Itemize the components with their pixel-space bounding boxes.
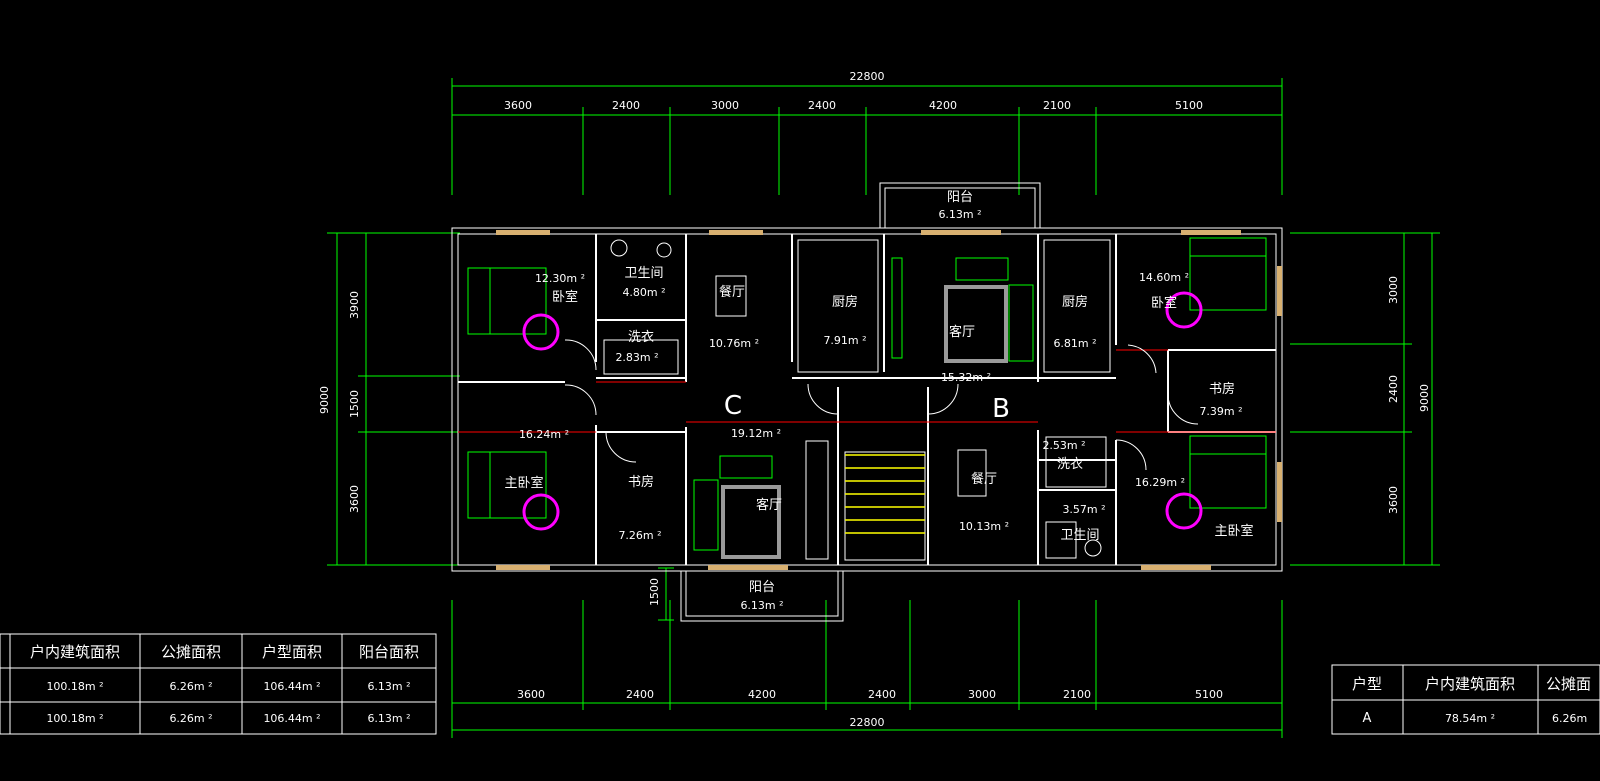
top-dim: 2100 xyxy=(1043,99,1071,112)
room-area: 16.29m ² xyxy=(1135,476,1185,489)
area-table-left: 户内建筑面积 公摊面积 户型面积 阳台面积 100.18m ² 6.26m ² … xyxy=(0,633,437,735)
right-dim: 2400 xyxy=(1387,375,1400,403)
room-area: 14.60m ² xyxy=(1139,271,1189,284)
table-cell: 100.18m ² xyxy=(46,680,103,693)
room-name: 餐厅 xyxy=(971,471,997,487)
room-area: 2.53m ² xyxy=(1042,439,1085,452)
right-dim: 3600 xyxy=(1387,486,1400,514)
room-area: 2.83m ² xyxy=(615,351,658,364)
room-name: 餐厅 xyxy=(719,284,745,300)
table-header: 户内建筑面积 xyxy=(1425,675,1515,693)
bed-furniture xyxy=(467,237,1267,531)
table-header: 阳台面积 xyxy=(359,643,419,661)
building-walls xyxy=(451,182,1283,622)
table-cell: 6.26m ² xyxy=(169,680,212,693)
table-cell: A xyxy=(1363,711,1372,726)
room-name: 卫生间 xyxy=(624,266,663,281)
room-name: 卫生间 xyxy=(1060,528,1099,543)
balcony-dim-line xyxy=(658,567,674,621)
left-dim: 1500 xyxy=(348,390,361,418)
living-furniture xyxy=(693,257,1034,560)
right-dimension-lines xyxy=(1290,232,1440,566)
room-name: 厨房 xyxy=(832,294,858,310)
room-name: 洗衣 xyxy=(628,329,654,345)
room-area: 19.12m ² xyxy=(731,427,781,440)
top-dim: 4200 xyxy=(929,99,957,112)
room-name: 卧室 xyxy=(1151,295,1177,311)
top-dim: 5100 xyxy=(1175,99,1203,112)
bottom-dim: 2400 xyxy=(626,688,654,701)
bottom-dim: 5100 xyxy=(1195,688,1223,701)
balcony-dim: 1500 xyxy=(648,578,661,606)
door-swings xyxy=(564,339,1199,471)
left-dimension-lines xyxy=(327,232,460,566)
room-area: 6.13m ² xyxy=(938,208,981,221)
unit-label-b: B xyxy=(992,394,1010,424)
left-dim: 3600 xyxy=(348,485,361,513)
left-dim: 3900 xyxy=(348,291,361,319)
room-name: 客厅 xyxy=(949,324,975,340)
top-dimension-lines xyxy=(451,78,1283,195)
kitchen-bath-fixtures xyxy=(603,239,1111,559)
windows xyxy=(496,230,1282,570)
room-name: 书房 xyxy=(628,474,654,490)
room-area: 7.26m ² xyxy=(618,529,661,542)
table-cell: 106.44m ² xyxy=(263,712,320,725)
table-header: 户内建筑面积 xyxy=(30,643,120,661)
bottom-dim: 3000 xyxy=(968,688,996,701)
table-cell: 6.13m ² xyxy=(367,712,410,725)
left-total-dim: 9000 xyxy=(318,386,331,414)
top-total-dim: 22800 xyxy=(850,70,885,83)
room-area: 16.24m ² xyxy=(519,428,569,441)
table-cell: 78.54m ² xyxy=(1445,712,1495,725)
table-cell: 6.13m ² xyxy=(367,680,410,693)
room-area: 6.13m ² xyxy=(740,599,783,612)
room-area: 6.81m ² xyxy=(1053,337,1096,350)
bottom-dim: 4200 xyxy=(748,688,776,701)
room-area: 12.30m ² xyxy=(535,272,585,285)
room-name: 主卧室 xyxy=(1214,523,1253,539)
room-area: 10.13m ² xyxy=(959,520,1009,533)
table-cell: 100.18m ² xyxy=(46,712,103,725)
table-cell: 6.26m ² xyxy=(169,712,212,725)
room-area: 7.39m ² xyxy=(1199,405,1242,418)
room-name: 主卧室 xyxy=(504,475,543,491)
table-header: 公摊面积 xyxy=(161,643,221,661)
top-dim: 3600 xyxy=(504,99,532,112)
room-name: 书房 xyxy=(1209,381,1235,397)
area-table-right: 户型 户内建筑面积 公摊面 A 78.54m ² 6.26m xyxy=(1331,664,1600,735)
room-name: 洗衣 xyxy=(1057,456,1083,472)
room-area: 4.80m ² xyxy=(622,286,665,299)
dining-furniture xyxy=(715,275,987,497)
bottom-dimension-lines xyxy=(451,600,1283,738)
room-area: 3.57m ² xyxy=(1062,503,1105,516)
right-total-dim: 9000 xyxy=(1418,384,1431,412)
table-header: 公摊面 xyxy=(1546,675,1591,693)
bottom-dim: 2100 xyxy=(1063,688,1091,701)
bottom-total-dim: 22800 xyxy=(850,716,885,729)
room-name: 卧室 xyxy=(552,289,578,305)
right-dim: 3000 xyxy=(1387,276,1400,304)
bottom-dim: 3600 xyxy=(517,688,545,701)
room-area: 15.32m ² xyxy=(941,371,991,384)
room-name: 阳台 xyxy=(947,190,973,205)
table-cell: 106.44m ² xyxy=(263,680,320,693)
top-dim: 3000 xyxy=(711,99,739,112)
room-name: 阳台 xyxy=(749,580,775,595)
room-area: 10.76m ² xyxy=(709,337,759,350)
table-header: 户型 xyxy=(1352,675,1382,693)
staircase xyxy=(844,451,926,561)
room-name: 厨房 xyxy=(1062,294,1088,310)
room-area: 7.91m ² xyxy=(823,334,866,347)
bottom-dim: 2400 xyxy=(868,688,896,701)
top-dim: 2400 xyxy=(808,99,836,112)
table-header: 户型面积 xyxy=(262,643,322,661)
room-labels: 阳台 6.13m ² 卫生间 4.80m ² 卧室 12.30m ² 洗衣 2.… xyxy=(504,190,1253,612)
table-cell: 6.26m xyxy=(1552,712,1587,725)
unit-label-c: C xyxy=(724,391,742,421)
top-dim: 2400 xyxy=(612,99,640,112)
room-name: 客厅 xyxy=(756,497,782,513)
